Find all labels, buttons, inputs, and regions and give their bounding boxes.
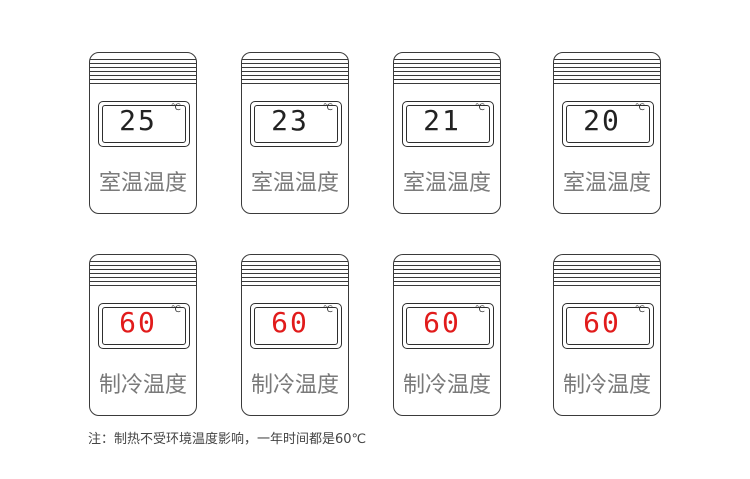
temp-value: 20 [583,104,621,137]
room-temp-card-2: 23 ℃ 室温温度 [241,52,349,214]
vent-stripes [394,59,500,87]
vent-stripes [554,261,660,289]
room-temp-card-4: 20 ℃ 室温温度 [553,52,661,214]
temp-value: 60 [423,306,461,339]
room-temp-card-3: 21 ℃ 室温温度 [393,52,501,214]
temp-value: 60 [271,306,309,339]
footnote: 注：制热不受环境温度影响，一年时间都是60℃ [88,432,367,447]
cool-temp-card-3: 60 ℃ 制冷温度 [393,254,501,416]
celsius-unit: ℃ [474,103,485,113]
temp-display: 21 ℃ [402,101,494,147]
vent-stripes [394,261,500,289]
celsius-unit: ℃ [170,305,181,315]
temp-value: 60 [119,306,157,339]
card-label: 室温温度 [250,171,339,196]
room-temp-card-1: 25 ℃ 室温温度 [89,52,197,214]
temp-display: 60 ℃ [250,303,342,349]
cool-temp-card-4: 60 ℃ 制冷温度 [553,254,661,416]
cool-temp-card-2: 60 ℃ 制冷温度 [241,254,349,416]
temp-value: 23 [271,104,309,137]
celsius-unit: ℃ [322,305,333,315]
card-label: 室温温度 [562,171,651,196]
vent-stripes [242,59,348,87]
temp-display: 60 ℃ [402,303,494,349]
temp-value: 60 [583,306,621,339]
temp-display: 20 ℃ [562,101,654,147]
temp-display: 60 ℃ [98,303,190,349]
temp-display: 60 ℃ [562,303,654,349]
celsius-unit: ℃ [170,103,181,113]
card-label: 室温温度 [98,171,187,196]
celsius-unit: ℃ [322,103,333,113]
celsius-unit: ℃ [634,103,645,113]
temp-display: 23 ℃ [250,101,342,147]
card-label: 室温温度 [402,171,491,196]
temp-value: 21 [423,104,461,137]
vent-stripes [90,261,196,289]
celsius-unit: ℃ [474,305,485,315]
vent-stripes [242,261,348,289]
temp-value: 25 [119,104,157,137]
card-label: 制冷温度 [250,373,339,398]
temp-display: 25 ℃ [98,101,190,147]
vent-stripes [554,59,660,87]
celsius-unit: ℃ [634,305,645,315]
card-label: 制冷温度 [562,373,651,398]
card-label: 制冷温度 [402,373,491,398]
cool-temp-card-1: 60 ℃ 制冷温度 [89,254,197,416]
card-label: 制冷温度 [98,373,187,398]
vent-stripes [90,59,196,87]
